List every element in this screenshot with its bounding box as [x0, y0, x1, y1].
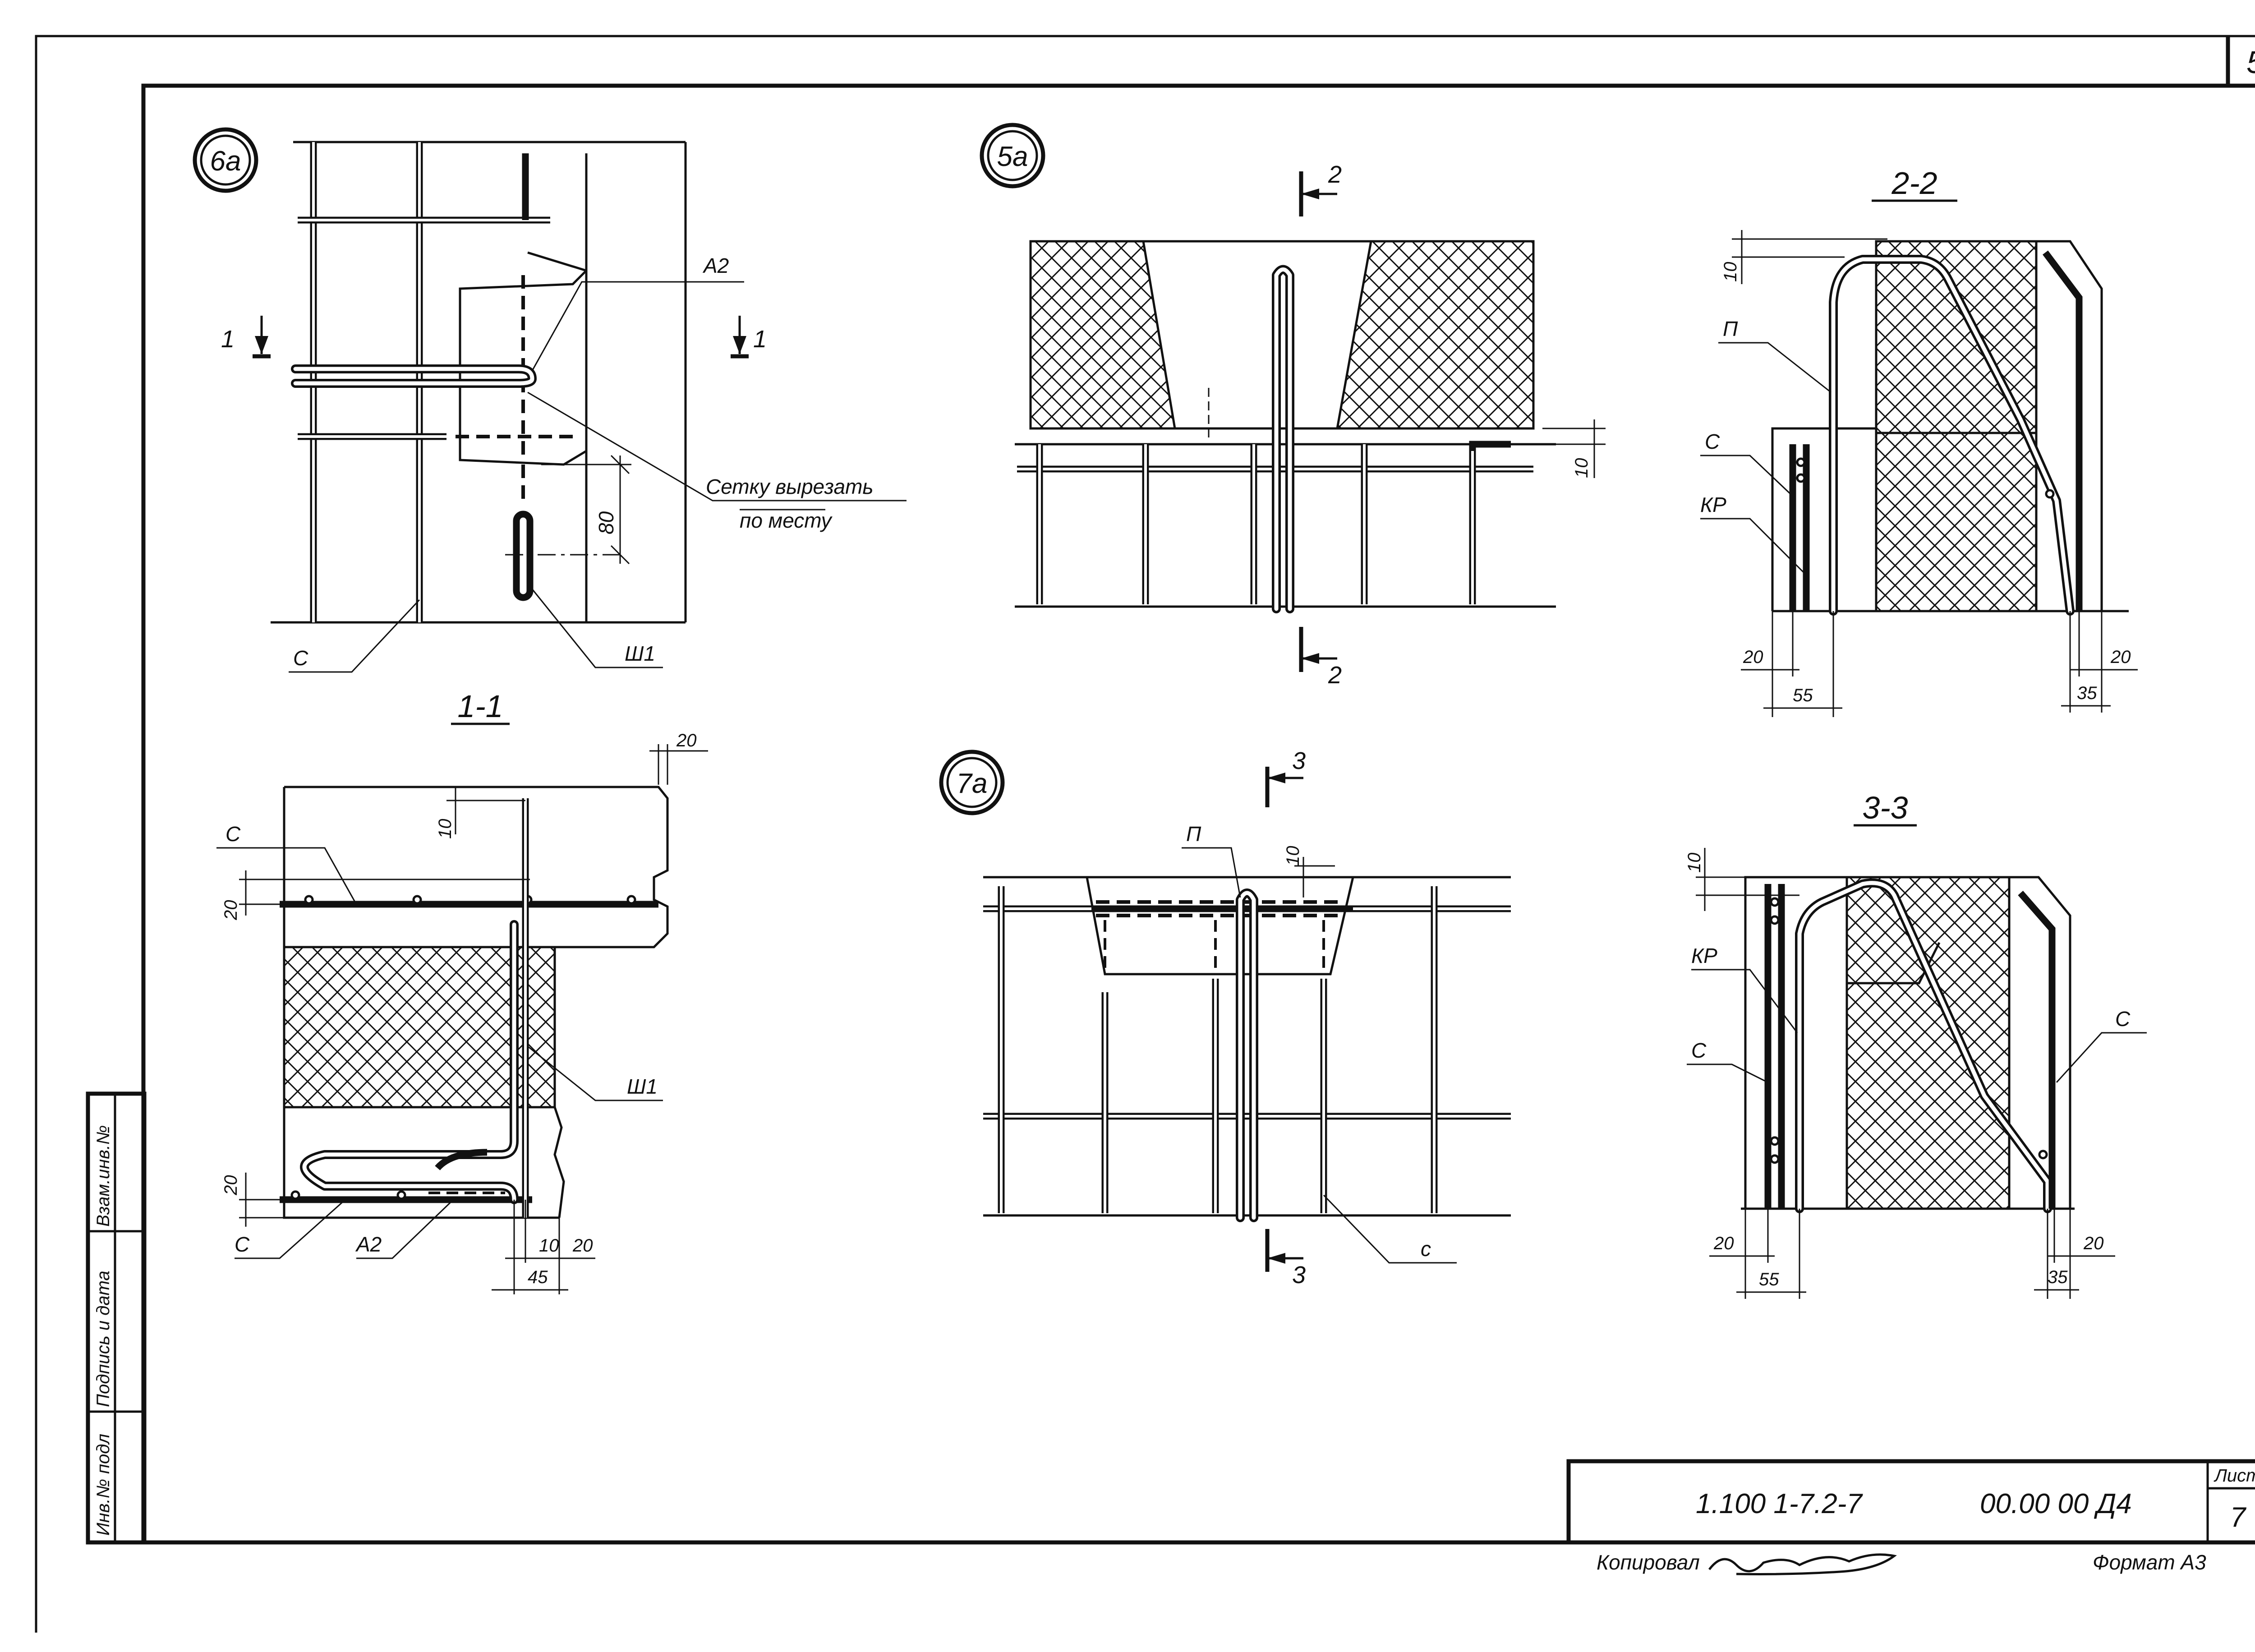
signature-date-label: Подпись и дата	[93, 1270, 113, 1407]
section-1-1-dim-20-bottom: 20	[572, 1236, 593, 1256]
section-3-3-dim-55: 55	[1759, 1270, 1779, 1289]
section-3-top-mark: 3	[1292, 747, 1306, 774]
detail-6a-c-label: С	[293, 646, 308, 670]
side-stamp	[86, 1091, 147, 1545]
section-1-1-title: 1-1	[457, 689, 503, 724]
section-1-1-dim-20-top: 20	[676, 731, 697, 750]
sheet-number: 7	[2230, 1502, 2247, 1533]
section-2-2-c-label: С	[1705, 430, 1720, 453]
section-1-1-c-top-label: С	[226, 822, 241, 846]
section-2-2-dim-20-right: 20	[2110, 647, 2131, 667]
sheet-frame	[35, 35, 2255, 1633]
detail-5a-mark: 5а	[997, 141, 1028, 172]
detail-6a-mark: 6а	[210, 146, 241, 177]
section-1-1: 1-1 20 10 С 20 Ш1	[216, 689, 708, 1294]
section-2-bottom-mark: 2	[1328, 662, 1342, 689]
copied-by-label: Копировал	[1597, 1551, 1700, 1574]
section-1-1-dim-20-lower: 20	[221, 1175, 241, 1196]
detail-6a-dim-80: 80	[594, 511, 618, 534]
original-inventory-label: Инв.№ подл	[93, 1434, 113, 1536]
section-1-1-a2-label: А2	[355, 1233, 382, 1256]
section-2-2-p-label: П	[1723, 317, 1738, 341]
title-block	[1566, 1459, 2255, 1545]
document-number: 00.00 00 Д4	[1980, 1488, 2132, 1519]
section-1-1-dim-20-upper: 20	[221, 900, 241, 921]
detail-7a-p-label: П	[1186, 822, 1201, 846]
section-1-1-dim-10: 10	[435, 819, 455, 839]
section-2-2-kr-label: КР	[1700, 493, 1726, 516]
section-2-2-dim-55: 55	[1793, 686, 1813, 705]
detail-6a: 6а 80 1 1 А2 Сетку вырез	[193, 127, 907, 673]
section-3-3-title: 3-3	[1862, 790, 1908, 825]
section-2-top-mark: 2	[1328, 161, 1342, 188]
detail-7a: 7а 3 3 П 10 с	[939, 747, 1511, 1288]
section-3-3-dim-10: 10	[1684, 853, 1704, 873]
section-1-1-sh1-label: Ш1	[627, 1075, 658, 1098]
detail-6a-a2-label: А2	[702, 254, 729, 277]
page-number: 52	[2246, 45, 2255, 80]
section-1-1-dim-10-bottom: 10	[539, 1236, 559, 1256]
replacement-inventory-label: Взам.инв.№	[93, 1125, 113, 1227]
section-3-bottom-mark: 3	[1292, 1261, 1306, 1288]
section-3-3-dim-20-left: 20	[1713, 1233, 1734, 1253]
cut-mesh-note-line2: по месту	[740, 509, 833, 532]
section-3-3-c-right-label: С	[2115, 1007, 2131, 1031]
section-3-3-c-left-label: С	[1691, 1039, 1707, 1062]
sheet-label: Лист	[2214, 1466, 2255, 1486]
detail-7a-c-label: с	[1421, 1237, 1431, 1261]
section-1-left-mark: 1	[221, 326, 235, 353]
detail-7a-dim-10: 10	[1283, 846, 1303, 866]
section-1-1-dim-45: 45	[528, 1267, 548, 1287]
section-2-2-title: 2-2	[1891, 166, 1937, 201]
detail-5a-dim-10: 10	[1572, 458, 1592, 479]
detail-6a-sh1-label: Ш1	[625, 642, 655, 665]
section-2-2-dim-10: 10	[1721, 262, 1740, 282]
cut-mesh-note-line1: Сетку вырезать	[706, 475, 874, 498]
section-2-2-dim-20-left: 20	[1743, 647, 1763, 667]
handwritten-signature	[1708, 1553, 1897, 1575]
section-2-2: 2-2 10 П С КР 20 55	[1700, 166, 2138, 717]
detail-7a-mark: 7а	[957, 768, 988, 799]
section-1-right-mark: 1	[753, 326, 767, 353]
section-3-3: 3-3 10 КР С С 20 55	[1684, 790, 2147, 1299]
detail-5a: 5а 2 2 10	[980, 123, 1606, 689]
section-3-3-dim-20-right: 20	[2083, 1233, 2104, 1253]
section-1-1-c-bottom-label: С	[235, 1233, 250, 1256]
section-3-3-kr-label: КР	[1691, 944, 1717, 967]
document-code: 1.100 1-7.2-7	[1696, 1488, 1863, 1519]
section-3-3-dim-35: 35	[2048, 1267, 2068, 1287]
format-label: Формат А3	[2093, 1551, 2206, 1574]
section-2-2-dim-35: 35	[2077, 683, 2097, 703]
